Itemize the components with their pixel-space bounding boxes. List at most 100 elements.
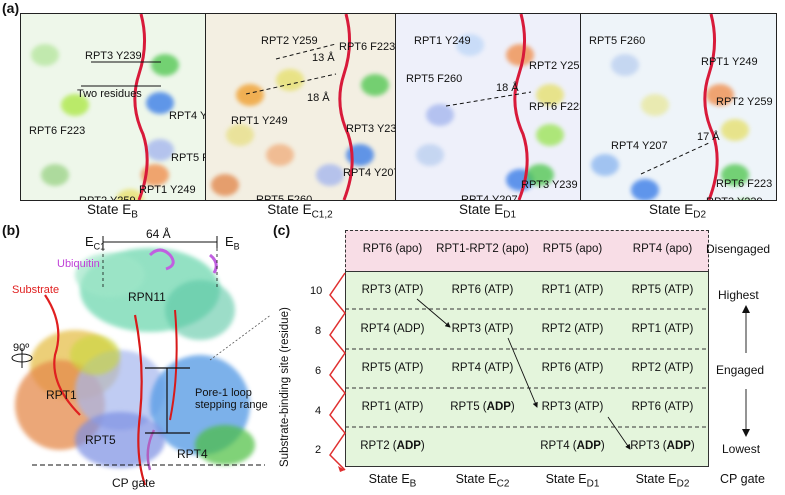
y-tick-label: 2 [315,444,322,456]
residue-density-blob [526,164,554,186]
engaged-cell: RPT4 (ADP) [540,440,605,452]
substrate-chain [640,14,719,200]
residue-label: RPT6 F223 [29,125,86,137]
stepping-arrows [416,298,631,450]
engaged-label: Engaged [716,363,765,377]
rpn11-label: RPN11 [128,290,166,304]
residue-label: RPT4 Y207 [461,194,518,201]
engaged-cell: RPT4 (ATP) [451,362,514,374]
disengaged-label: Disengaged [706,242,771,256]
residue-density-blob [721,119,749,141]
residue-density-blob [426,104,454,126]
residue-label: RPT3 Y239 [85,50,142,62]
engaged-cell: RPT5 (ATP) [631,284,694,296]
panel-a-label: (a) [2,0,20,16]
residue-density-blob [61,94,89,116]
residue-density-blob [266,144,294,166]
rpt1-label: RPT1 [46,388,77,402]
ubiquitin-label: Ubiquitin [57,258,100,270]
residue-density-blob [151,54,179,76]
engaged-cell: RPT5 (ATP) [361,362,424,374]
residue-label: RPT6 F223 [339,41,396,53]
residue-density-blob [731,199,759,200]
row-separators [345,308,707,428]
disengaged-cell: RPT1-RPT2 (apo) [436,243,529,255]
engaged-cell: RPT2 (ATP) [541,323,604,335]
residue-label: RPT2 Y259 [261,35,318,47]
residue-label: 13 Å [312,52,335,64]
column-caption: State ED1 [545,472,600,490]
panel-a-state-caption: State EC1,2 [267,202,333,221]
residue-density-blob [641,94,669,116]
engaged-cell: RPT2 (ADP) [360,440,425,452]
residue-label: RPT1 Y249 [701,56,758,68]
residue-label: RPT4 Y207 [343,167,397,179]
residue-label: RPT4 Y207 [611,140,668,152]
residue-label: RPT1 Y249 [231,115,288,127]
residue-label: RPT5 F260 [256,194,313,201]
disengaged-cell: RPT4 (apo) [632,243,693,255]
eb-label: EB [225,234,240,252]
engaged-cell: RPT2 (ATP) [631,362,694,374]
panel-a-state-caption: State ED1 [458,202,517,221]
rpt5-label: RPT5 [85,433,116,447]
substrate-chain [445,14,532,200]
engaged-cell: RPT5 (ADP) [450,401,515,413]
residue-density-blob [116,189,144,200]
residue-density-blob [211,174,239,196]
engaged-cell: RPT1 (ATP) [361,401,424,413]
engaged-cell: RPT3 (ATP) [541,401,604,413]
panel-a-state-caption: State ED2 [648,202,707,221]
residue-label: RPT2 Y259 [716,96,773,108]
engaged-cell: RPT3 (ADP) [630,440,695,452]
substrate-chain [81,14,161,200]
residue-density-blob [146,139,174,161]
cp-gate-label-c: CP gate [720,472,765,486]
engaged-cell: RPT6 (ATP) [451,284,514,296]
residue-density-blob [416,144,444,166]
residue-density-blob [536,84,564,106]
panel-a-state-caption: State EB [87,202,138,221]
residue-label: RPT1 Y249 [139,184,196,196]
engaged-cell: RPT1 (ATP) [631,323,694,335]
residue-density-blob [506,44,534,66]
residue-label: RPT6 F223 [716,178,773,190]
y-tick-label: 8 [315,325,322,337]
disengaged-cell: RPT6 (apo) [362,243,423,255]
residue-density-blob [31,44,59,66]
residue-label: Two residues [77,88,142,100]
y-tick-label: 4 [315,405,322,417]
engaged-cell: RPT6 (ATP) [631,401,694,413]
engaged-cell: RPT3 (ATP) [361,284,424,296]
residue-density-blob [721,164,749,186]
residue-density-blob [456,34,484,56]
substrate-chain [245,14,354,200]
residue-density-blob [631,179,659,200]
residue-label: RPT2 Y259 [79,195,136,201]
angle-label: 90º [13,342,30,354]
red-stair-axis [329,272,346,472]
residue-label: RPT5 F260 [589,35,646,47]
panel-b-label: (b) [2,222,20,238]
residue-density-blob [361,74,389,96]
residue-label: RPT6 F223 [529,101,582,113]
engaged-box [345,271,709,467]
residue-label: 18 Å [496,82,519,94]
cp-gate-label-b: CP gate [112,476,156,490]
column-caption: State EB [368,472,417,490]
residue-density-blob [226,124,254,146]
residue-density-blob [146,92,174,114]
y-tick-label: 6 [315,365,322,377]
residue-label: RPT1 Y249 [414,35,471,47]
engaged-cell: RPT1 (ATP) [541,284,604,296]
residue-label: 18 Å [307,92,330,104]
lowest-label: Lowest [722,442,761,456]
highest-label: Highest [718,288,759,302]
ec1-label: EC1 [85,234,106,252]
column-caption: State EC2 [455,472,510,490]
residue-density-blob [536,124,564,146]
